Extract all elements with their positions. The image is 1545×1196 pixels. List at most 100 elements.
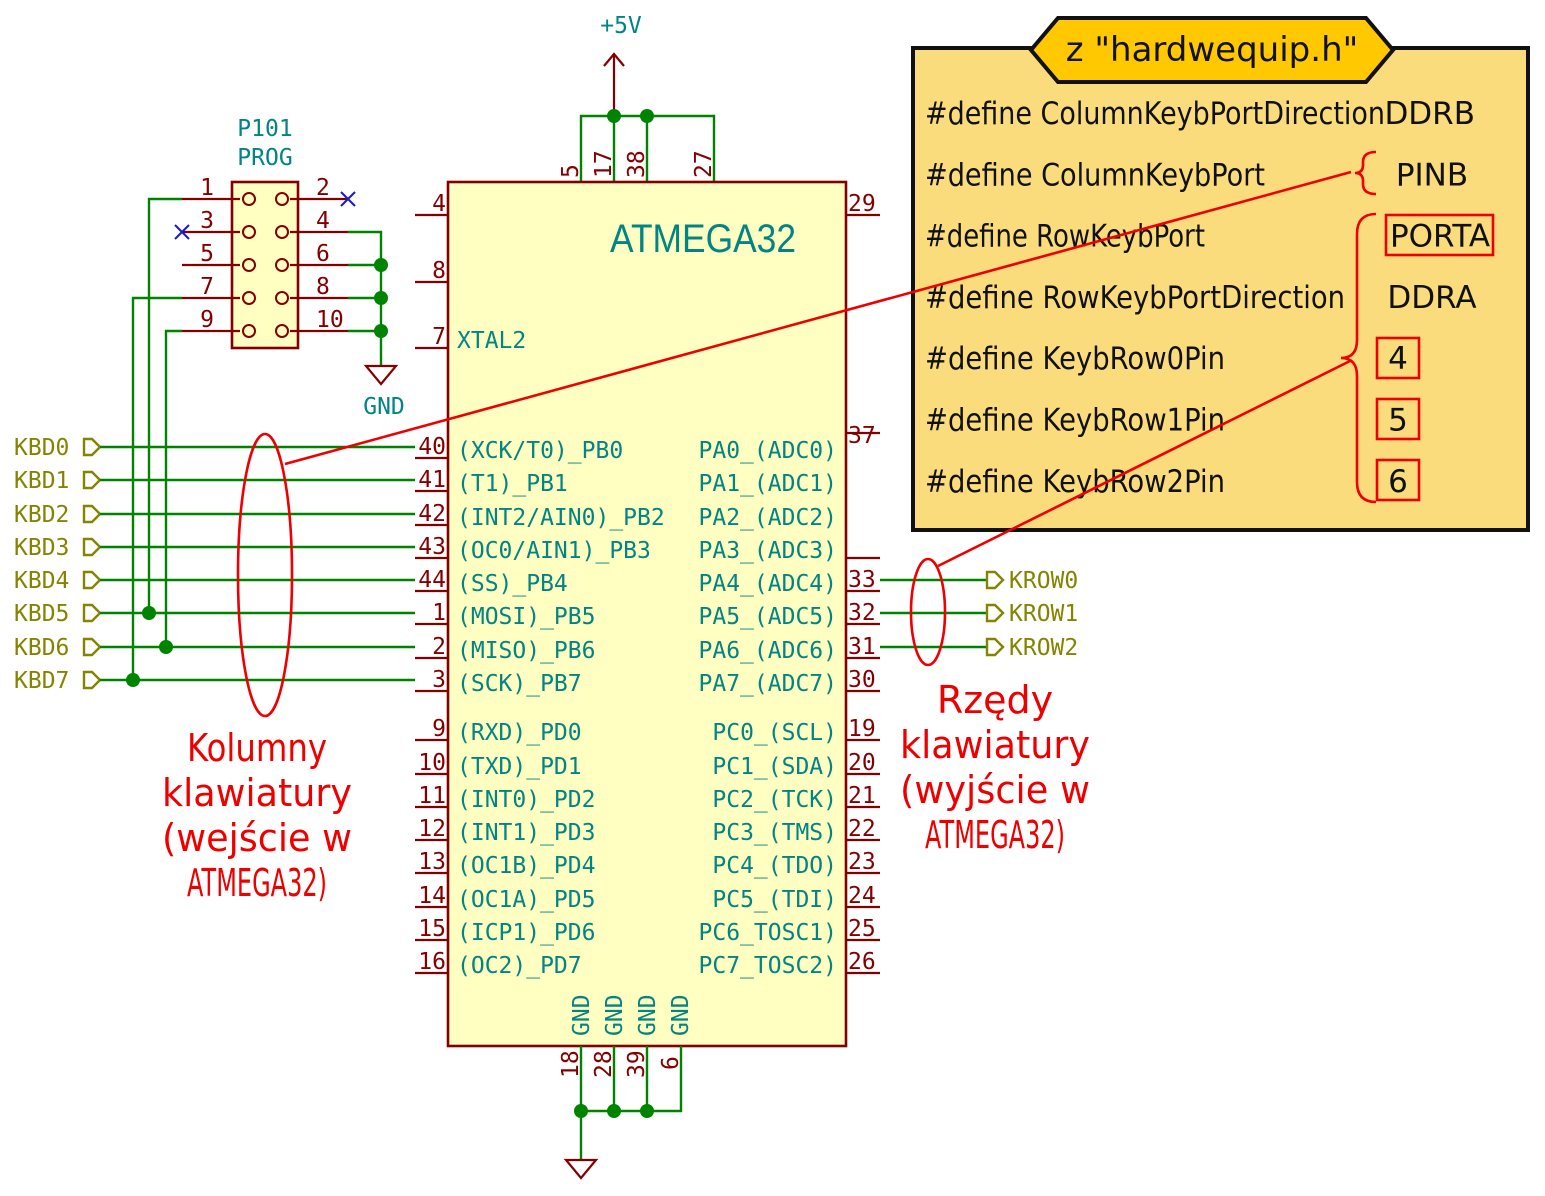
left-pin-number: 3: [432, 667, 446, 693]
right-pin-name: PA5_(ADC5): [699, 604, 837, 630]
input-port-icon: [82, 570, 102, 590]
connector-value: PROG: [237, 145, 292, 171]
right-pin-name: PC5_(TDI): [712, 887, 837, 913]
right-pin-name: PA7_(ADC7): [699, 671, 837, 697]
left-pin-name: XTAL2: [457, 328, 526, 354]
columns-annotation-line: Kolumny: [187, 726, 327, 770]
connector-pin-number: 3: [200, 208, 214, 234]
bottom-pin-number: 28: [591, 1050, 617, 1078]
pin-pad-icon: [242, 225, 256, 239]
right-pin-name: PC0_(SCL): [712, 720, 837, 746]
junction-dot: [640, 1104, 654, 1118]
define-value: PORTA: [1390, 219, 1490, 255]
connector-pin-number: 7: [200, 274, 214, 300]
left-pin-name: (ICP1)_PD6: [457, 920, 595, 946]
right-pin-name: PA1_(ADC1): [699, 471, 837, 497]
right-pin-name: PC3_(TMS): [712, 820, 837, 846]
left-pin-name: (INT1)_PD3: [457, 820, 595, 846]
vcc-label: +5V: [600, 13, 642, 39]
pin-pad-icon: [242, 324, 256, 338]
columns-annotation-line: klawiatury: [162, 771, 352, 815]
pin-pad-icon: [275, 258, 289, 272]
connector-pin-number: 8: [316, 274, 330, 300]
right-pin-name: PC1_(SDA): [712, 754, 837, 780]
left-pin-number: 11: [418, 783, 446, 809]
junction-dot: [126, 673, 140, 687]
right-pin-number: 22: [848, 816, 876, 842]
define-line: #define ColumnKeybPortDirection: [925, 96, 1385, 132]
input-port-icon: [82, 504, 102, 524]
left-pin-name: (OC1B)_PD4: [457, 853, 595, 879]
right-pin-number: 20: [848, 750, 876, 776]
define-line: #define KeybRow1Pin: [925, 403, 1225, 439]
highlight-box: [1375, 336, 1421, 380]
right-pin-name: PC2_(TCK): [712, 787, 837, 813]
output-port-icon: [985, 570, 1005, 590]
pin-pad-icon: [242, 258, 256, 272]
rows-annotation-line: Rzędy: [937, 678, 1053, 722]
gnd-symbol: [563, 1158, 599, 1180]
left-pin-number: 15: [418, 916, 446, 942]
define-line: #define RowKeybPortDirection: [925, 280, 1345, 316]
connector-pin-number: 5: [200, 241, 214, 267]
row-ellipse: [909, 557, 947, 667]
pin-pad-icon: [275, 324, 289, 338]
pin-pad-icon: [275, 192, 289, 206]
note-box: z "hardwequip.h" #define ColumnKeybPortD…: [911, 16, 1530, 532]
vcc-symbol: +5V: [600, 13, 642, 116]
chip-bottom-pins: GND GND GND GND 18 28 39 6: [558, 994, 694, 1180]
right-pin-number: 23: [848, 849, 876, 875]
right-pin-number: 31: [848, 634, 876, 660]
left-pin-name: (INT2/AIN0)_PB2: [457, 505, 665, 531]
columns-annotation-line: ATMEGA32): [187, 861, 327, 905]
right-pin-number: 30: [848, 667, 876, 693]
input-port-icon: [82, 670, 102, 690]
right-pin-number: 33: [848, 567, 876, 593]
define-value: 5: [1388, 403, 1408, 439]
kbd-label: KBD3: [14, 535, 69, 561]
no-connect-icon: [340, 191, 356, 207]
highlight-box: [1375, 458, 1421, 502]
junction-dot: [374, 291, 388, 305]
connector-ref: P101: [237, 116, 292, 142]
chip-top-pins: 5 17 38 27: [558, 150, 717, 178]
left-pin-name: (OC0/AIN1)_PB3: [457, 538, 651, 564]
kbd-label: KBD2: [14, 502, 69, 528]
chip-body: [446, 180, 848, 1048]
left-pin-name: (RXD)_PD0: [457, 720, 582, 746]
top-pin-number: 17: [591, 150, 617, 178]
output-port-icon: [985, 603, 1005, 623]
left-pin-name: (SS)_PB4: [457, 571, 568, 597]
junction-dot: [574, 1104, 588, 1118]
krow-label: KROW1: [1009, 601, 1078, 627]
gnd-label: GND: [363, 394, 405, 420]
krow-label: KROW2: [1009, 635, 1078, 661]
junction-dot: [374, 324, 388, 338]
left-pin-number: 1: [432, 600, 446, 626]
note-box-frame: [911, 46, 1530, 532]
top-pin-number: 38: [624, 150, 650, 178]
left-pin-number: 41: [418, 467, 446, 493]
input-port-icon: [82, 637, 102, 657]
top-pin-number: 27: [691, 150, 717, 178]
left-pin-name: (TXD)_PD1: [457, 754, 582, 780]
left-pin-name: (OC1A)_PD5: [457, 887, 595, 913]
right-pin-number: 24: [848, 883, 876, 909]
input-port-icon: [82, 470, 102, 490]
left-pin-name: (XCK/T0)_PB0: [457, 438, 623, 464]
bottom-pin-name: GND: [668, 994, 694, 1036]
left-pin-number: 4: [432, 191, 446, 217]
kbd-label: KBD1: [14, 468, 69, 494]
input-port-icon: [82, 437, 102, 457]
left-pin-number: 42: [418, 501, 446, 527]
note-title-tag: [1028, 16, 1396, 84]
right-pin-name: PC6_TOSC1): [699, 920, 837, 946]
kbd-label: KBD6: [14, 635, 69, 661]
define-value: DDRB: [1384, 96, 1475, 132]
kbd-label: KBD7: [14, 668, 69, 694]
left-pin-name: (MOSI)_PB5: [457, 604, 595, 630]
junction-dot: [142, 606, 156, 620]
columns-annotation-line: (wejście w: [162, 816, 352, 860]
